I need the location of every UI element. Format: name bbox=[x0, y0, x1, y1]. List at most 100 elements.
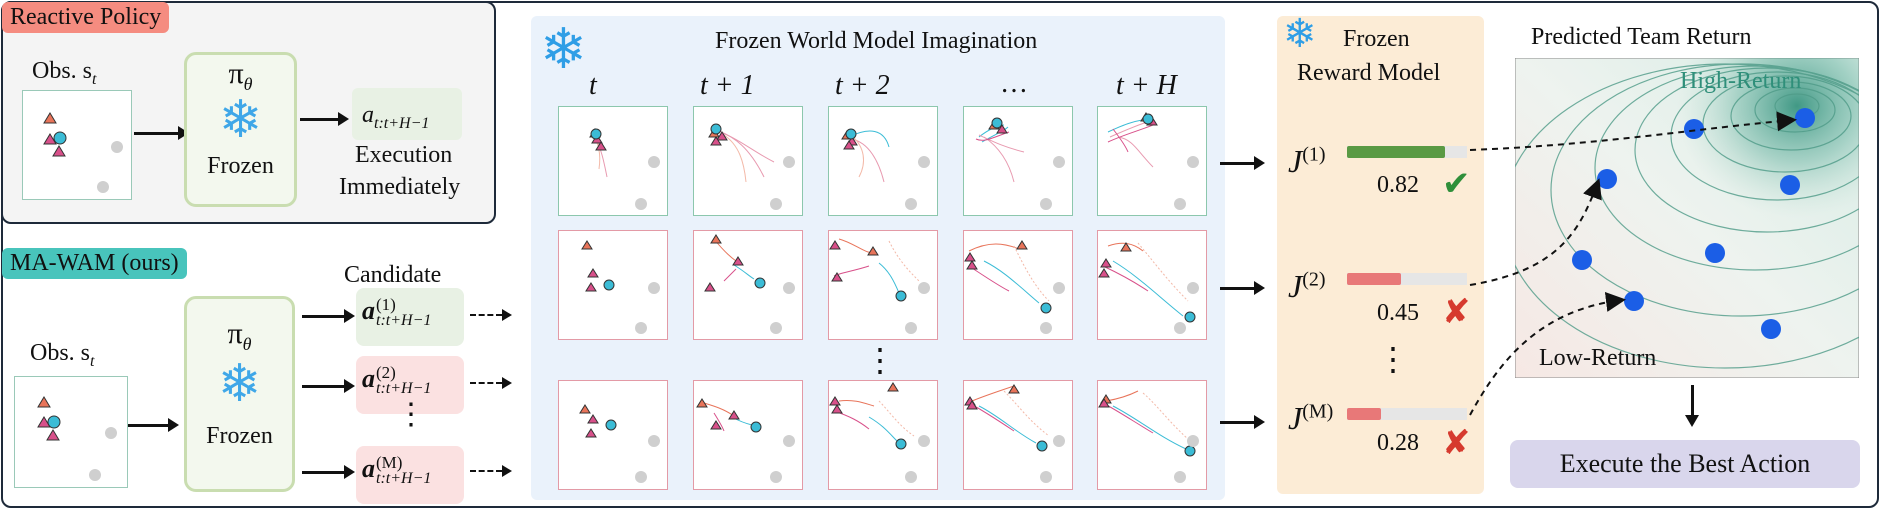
cross-icon: ✘ bbox=[1442, 425, 1471, 462]
execute-best-action: Execute the Best Action bbox=[1510, 440, 1860, 488]
return-point bbox=[1761, 319, 1781, 339]
imagination-cell bbox=[963, 106, 1073, 216]
column-label-tH: t + H bbox=[1116, 70, 1177, 101]
snowflake-icon: ❄ bbox=[218, 92, 263, 149]
return-point bbox=[1780, 175, 1800, 195]
imagination-cell bbox=[963, 380, 1073, 490]
reward-bar-2 bbox=[1347, 273, 1401, 285]
reward-arrow-2 bbox=[1220, 287, 1258, 290]
reactive-action-label: at:t+H−1 bbox=[362, 102, 430, 132]
candidate-dash-3 bbox=[470, 470, 502, 472]
candidate-arrow-1 bbox=[302, 315, 348, 318]
imagination-cell bbox=[558, 380, 668, 490]
candidate-action-1: a(1)t:t+H−1 bbox=[362, 295, 432, 330]
candidate-box-3 bbox=[356, 446, 464, 504]
column-label-t: t bbox=[589, 70, 597, 101]
candidate-arrow-2 bbox=[302, 385, 348, 388]
reactive-arrow-1 bbox=[134, 132, 182, 135]
mawam-title: MA-WAM (ours) bbox=[2, 248, 187, 279]
return-point bbox=[1684, 119, 1704, 139]
imagination-cell bbox=[558, 230, 668, 340]
imagination-title: Frozen World Model Imagination bbox=[715, 28, 1038, 54]
best-arrow bbox=[1691, 385, 1694, 419]
reward-bar-1 bbox=[1347, 146, 1445, 158]
mawam-arrowhead-1 bbox=[168, 418, 179, 432]
mawam-policy-box: πθ ❄ Frozen bbox=[184, 296, 295, 492]
cross-icon: ✘ bbox=[1442, 294, 1471, 331]
column-label-ellipsis: … bbox=[1000, 68, 1028, 99]
imagination-cell bbox=[963, 230, 1073, 340]
imagination-cell bbox=[828, 380, 938, 490]
reward-arrowhead-2 bbox=[1254, 281, 1265, 295]
reactive-exec-line1: Execution bbox=[355, 142, 453, 168]
candidate-dash-1 bbox=[470, 314, 502, 316]
check-icon: ✔ bbox=[1442, 166, 1471, 203]
reward-arrow-1 bbox=[1220, 162, 1258, 165]
reactive-arrowhead-2 bbox=[338, 112, 349, 126]
high-return-label: High-Return bbox=[1680, 68, 1801, 94]
reactive-obs-scene bbox=[43, 112, 123, 193]
imagination-cell bbox=[693, 230, 803, 340]
candidate-action-2: a(2)t:t+H−1 bbox=[362, 363, 432, 398]
reward-arrowhead-1 bbox=[1254, 156, 1265, 170]
returns-title: Predicted Team Return bbox=[1531, 24, 1752, 50]
candidate-box-1 bbox=[356, 288, 464, 346]
snowflake-icon: ❄ bbox=[540, 19, 587, 81]
reactive-title: Reactive Policy bbox=[2, 2, 170, 33]
reactive-arrowhead-1 bbox=[178, 126, 189, 140]
mawam-arrow-1 bbox=[128, 424, 172, 427]
reward-score-3: 0.28 bbox=[1377, 430, 1419, 456]
reward-score-2: 0.45 bbox=[1377, 300, 1419, 326]
imagination-cell bbox=[1097, 106, 1207, 216]
column-label-t2: t + 2 bbox=[835, 70, 890, 101]
imagination-cell bbox=[1097, 230, 1207, 340]
mawam-frozen-label: Frozen bbox=[206, 423, 273, 449]
return-point bbox=[1795, 108, 1815, 128]
reactive-action-box bbox=[352, 88, 462, 140]
candidate-arrowhead-3 bbox=[344, 465, 355, 479]
reactive-policy-label: πθ bbox=[228, 57, 253, 94]
return-point bbox=[1624, 291, 1644, 311]
return-landscape: High-Return Low-Return bbox=[1515, 58, 1859, 378]
column-label-t1: t + 1 bbox=[700, 70, 755, 101]
candidate-action-3: a(M)t:t+H−1 bbox=[362, 453, 432, 488]
return-point bbox=[1597, 169, 1617, 189]
imagination-cell bbox=[693, 380, 803, 490]
mawam-obs-label: Obs. st bbox=[30, 340, 95, 370]
reactive-arrow-2 bbox=[300, 118, 342, 121]
reward-arrow-3 bbox=[1220, 421, 1258, 424]
candidate-dash-2 bbox=[470, 382, 502, 384]
candidate-dash-head-1 bbox=[502, 309, 512, 321]
imagination-cell bbox=[558, 106, 668, 216]
snowflake-icon: ❄ bbox=[217, 356, 262, 413]
reactive-obs-label: Obs. st bbox=[32, 58, 97, 88]
reward-j2-label: J(2) bbox=[1288, 268, 1326, 304]
reward-jm-label: J(M) bbox=[1288, 400, 1334, 436]
candidate-label: Candidate bbox=[344, 262, 442, 288]
imagination-cell bbox=[828, 230, 938, 340]
return-point bbox=[1572, 250, 1592, 270]
reward-title-line1: Frozen bbox=[1343, 26, 1410, 52]
return-point bbox=[1705, 243, 1725, 263]
candidate-dash-head-2 bbox=[502, 377, 512, 389]
imagination-cell bbox=[1097, 380, 1207, 490]
candidate-arrowhead-1 bbox=[344, 309, 355, 323]
reward-bar-3 bbox=[1347, 408, 1381, 420]
reward-score-1: 0.82 bbox=[1377, 172, 1419, 198]
candidate-box-2 bbox=[356, 356, 464, 414]
reactive-exec-line2: Immediately bbox=[339, 174, 461, 200]
reward-arrowhead-3 bbox=[1254, 415, 1265, 429]
reactive-policy-box: πθ ❄ Frozen bbox=[184, 52, 297, 207]
reward-j1-label: J(1) bbox=[1288, 143, 1326, 179]
candidate-arrow-3 bbox=[302, 471, 348, 474]
imagination-cell bbox=[828, 106, 938, 216]
mawam-policy-label: πθ bbox=[227, 317, 252, 354]
imagination-cell bbox=[693, 106, 803, 216]
best-arrowhead bbox=[1685, 415, 1699, 427]
mawam-obs-scene bbox=[37, 396, 117, 481]
low-return-label: Low-Return bbox=[1539, 345, 1656, 371]
reactive-frozen-label: Frozen bbox=[207, 153, 274, 179]
mawam-obs-frame bbox=[14, 376, 128, 488]
snowflake-icon: ❄ bbox=[1283, 11, 1317, 56]
